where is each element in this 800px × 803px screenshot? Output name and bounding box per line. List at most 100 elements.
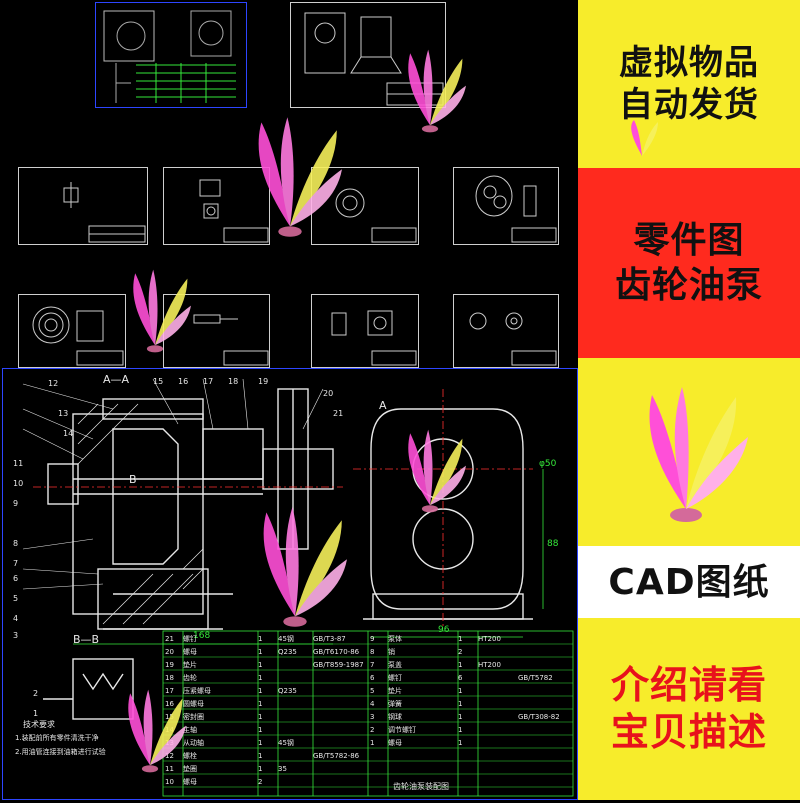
promo-text: 宝贝描述 xyxy=(610,710,767,754)
assembly-svg xyxy=(22,378,574,797)
bom-cell: 45钢 xyxy=(278,635,294,643)
bom-cell: 1 xyxy=(258,687,263,695)
bom-cell: 泵盖 xyxy=(388,661,402,669)
feather-watermark-icon xyxy=(128,689,186,773)
bom-cell: 从动轴 xyxy=(183,739,204,747)
bom-cell: 8 xyxy=(370,648,375,656)
bom-cell: 密封圈 xyxy=(183,713,204,721)
bom-cell: 钢球 xyxy=(388,713,402,721)
bom-row: 10 螺母 2 xyxy=(165,776,365,789)
part-callout: 8 xyxy=(13,539,19,548)
tech-req-1: 1.装配前所有零件清洗干净 xyxy=(15,734,99,742)
thumbnail-sheet-4[interactable] xyxy=(453,167,559,245)
bom-cell: 1 xyxy=(458,739,463,747)
thumbnail-sheet-2[interactable] xyxy=(163,167,270,245)
thumbnail-assembly-sheet[interactable] xyxy=(95,2,247,108)
thumbnail-sheet-1[interactable] xyxy=(18,167,148,245)
dimension-96: 96 xyxy=(438,625,450,635)
bom-row: 7 泵盖 1 HT200 xyxy=(370,659,570,672)
bom-cell: 1 xyxy=(458,661,463,669)
part-callout: 4 xyxy=(13,614,19,623)
part-callout: 10 xyxy=(13,479,24,488)
part-callout: 16 xyxy=(178,377,189,386)
part-callout: 19 xyxy=(258,377,269,386)
part-callout: 21 xyxy=(333,409,344,418)
bom-cell: 19 xyxy=(165,661,174,669)
promo-block-image xyxy=(578,358,800,546)
bom-cell: 7 xyxy=(370,661,375,669)
bom-cell: 螺母 xyxy=(183,778,197,786)
bom-cell: 1 xyxy=(370,739,375,747)
part-callout: 14 xyxy=(63,429,74,438)
bom-cell: 5 xyxy=(370,687,375,695)
thumbnail-sheet-8[interactable] xyxy=(453,294,559,368)
bom-cell: 泵体 xyxy=(388,635,402,643)
feather-watermark-icon xyxy=(133,269,191,353)
watermark-layer xyxy=(128,49,466,773)
bom-cell: 35 xyxy=(278,765,287,773)
bom-cell: 2 xyxy=(458,648,463,656)
bom-cell: 16 xyxy=(165,700,174,708)
bom-cell: 1 xyxy=(258,700,263,708)
tech-req-title: 技术要求 xyxy=(23,720,55,729)
bom-cell: 1 xyxy=(258,648,263,656)
bom-cell: 1 xyxy=(458,635,463,643)
promo-block-description: 介绍请看 宝贝描述 xyxy=(578,618,800,800)
bom-cell: 20 xyxy=(165,648,174,656)
tech-req-2: 2.用油管连接到油箱进行试验 xyxy=(15,748,106,756)
thumbnail-drawing xyxy=(103,10,236,103)
thumbnail-drawing xyxy=(32,306,124,366)
bom-cell: 1 xyxy=(458,726,463,734)
part-callout: 11 xyxy=(13,459,24,468)
thumbnail-sheet-7[interactable] xyxy=(311,294,419,368)
bom-cell: 10 xyxy=(165,778,174,786)
promo-text: 零件图 xyxy=(633,220,745,261)
bom-cell: 螺栓 xyxy=(183,752,197,760)
bom-cell: 1 xyxy=(258,739,263,747)
part-callout: 5 xyxy=(13,594,19,603)
bom-cell: 2 xyxy=(258,778,263,786)
feather-watermark-icon xyxy=(263,507,347,627)
part-callout: 1 xyxy=(33,709,39,718)
section-aa-label: A—A xyxy=(103,373,130,386)
bom-cell: 1 xyxy=(258,713,263,721)
bom-cell: 1 xyxy=(458,687,463,695)
part-callout: 13 xyxy=(58,409,69,418)
bom-cell: 螺钉 xyxy=(388,674,402,682)
bom-cell: 齿轮 xyxy=(183,674,197,682)
thumbnail-sheet-5[interactable] xyxy=(18,294,126,368)
part-callout: 12 xyxy=(48,379,59,388)
bom-cell: 17 xyxy=(165,687,174,695)
bom-cell: 圆螺母 xyxy=(183,700,204,708)
promo-block-product: 零件图 齿轮油泵 xyxy=(578,168,800,358)
main-assembly-drawing[interactable]: A—A B—B A B 168 96 88 φ50 齿轮油泵装配图 技术要求 1… xyxy=(2,368,578,800)
bom-cell: 1 xyxy=(258,674,263,682)
bom-cell: 销 xyxy=(388,648,395,656)
promo-block-cad: CAD图纸 xyxy=(578,546,800,618)
thumbnail-drawing xyxy=(331,310,417,366)
bom-row: 18 齿轮 1 xyxy=(165,672,365,685)
feather-watermark-icon xyxy=(408,429,466,513)
part-callout: 20 xyxy=(323,389,334,398)
bom-cell: 2 xyxy=(370,726,375,734)
view-label-b: B xyxy=(129,473,137,486)
bom-cell: 18 xyxy=(165,674,174,682)
bom-cell: 9 xyxy=(370,635,375,643)
promo-side-panel: 虚拟物品 自动发货 零件图 齿轮油泵 CAD图纸 介绍请看 宝贝描述 xyxy=(578,0,800,800)
promo-text: 介绍请看 xyxy=(610,662,767,707)
section-bb-label: B—B xyxy=(73,633,100,646)
bom-cell: HT200 xyxy=(478,661,501,669)
bom-cell: 1 xyxy=(458,713,463,721)
bom-cell: 3 xyxy=(370,713,375,721)
feather-watermark-icon xyxy=(258,117,342,237)
promo-text: 虚拟物品 xyxy=(619,42,759,83)
dimension-168: 168 xyxy=(193,631,211,641)
